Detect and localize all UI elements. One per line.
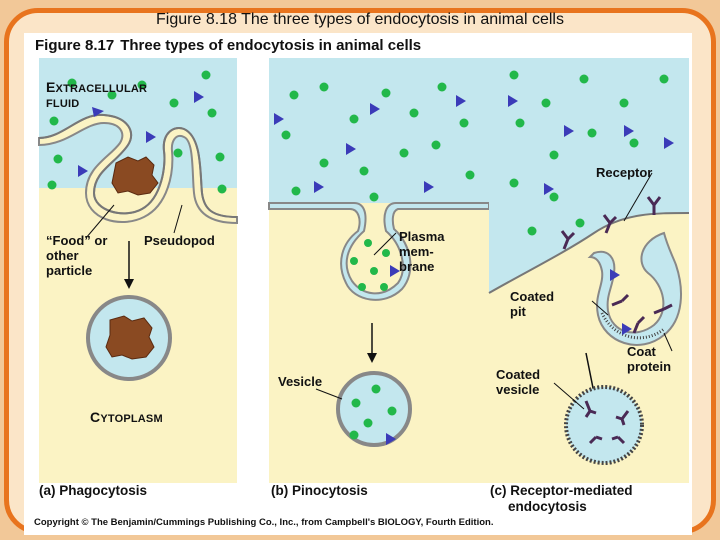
panel-b-art bbox=[268, 58, 490, 483]
copyright-notice: Copyright © The Benjamin/Cummings Publis… bbox=[34, 517, 494, 528]
vesicle-label: Vesicle bbox=[278, 374, 323, 389]
slide-title: Figure 8.18 The three types of endocytos… bbox=[156, 11, 564, 28]
panel-c-art bbox=[488, 58, 690, 483]
panel-a-art bbox=[38, 58, 238, 483]
cytoplasm-label: CYTOPLASM bbox=[90, 409, 163, 426]
figure-heading: Figure 8.17 Three types of endocytosis in… bbox=[35, 37, 421, 54]
caption-pinocytosis: (b) Pinocytosis bbox=[271, 483, 368, 498]
plasma-membrane-label: Plasma mem- brane bbox=[399, 229, 445, 274]
coat-protein-label: Coat protein bbox=[627, 344, 672, 374]
blue-molecules bbox=[78, 91, 674, 445]
figure-panel: Figure 8.17 Three types of endocytosis in… bbox=[24, 33, 692, 535]
pseudopod-label: Pseudopod bbox=[144, 233, 215, 248]
food-particle-label: “Food” or other particle bbox=[46, 233, 108, 278]
coated-pit-label: Coated pit bbox=[510, 289, 555, 319]
caption-phagocytosis: (a) Phagocytosis bbox=[39, 483, 148, 498]
figure-number: Figure 8.17 bbox=[35, 37, 115, 54]
receptor-label: Receptor bbox=[596, 165, 653, 180]
endocytosis-illustration bbox=[38, 58, 690, 483]
coated-vesicle-label: Coated vesicle bbox=[496, 367, 541, 397]
figure-title: Three types of endocytosis in animal cel… bbox=[120, 37, 422, 54]
green-particles bbox=[47, 70, 669, 440]
